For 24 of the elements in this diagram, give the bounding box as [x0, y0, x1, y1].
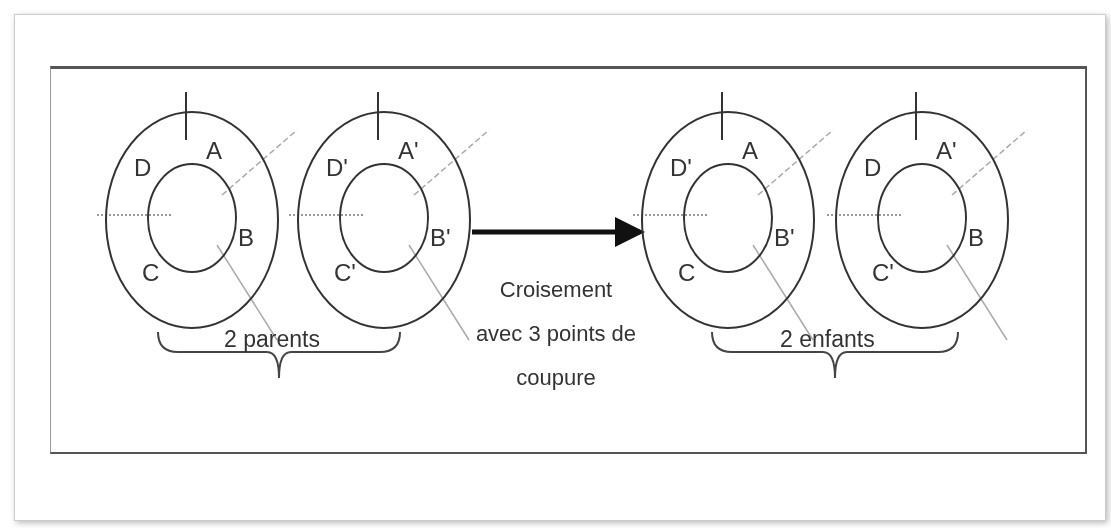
segment-label: C	[142, 260, 160, 286]
segment-label: C'	[334, 260, 356, 286]
segment-label: B	[238, 225, 254, 251]
circular-chromosome-ring	[104, 110, 280, 330]
segment-label: B'	[430, 225, 451, 251]
segment-label: A'	[936, 138, 957, 164]
group-label: 2 parents	[224, 326, 320, 352]
segment-label: C	[678, 260, 696, 286]
group-label: 2 enfants	[780, 326, 875, 352]
edge-label: Croisement avec 3 points de coupure	[475, 276, 637, 392]
segment-label: A	[206, 138, 222, 164]
segment-label: A'	[398, 138, 419, 164]
arrow	[472, 217, 645, 247]
segment-label: B	[968, 225, 984, 251]
segment-label: C'	[872, 260, 894, 286]
segment-label: D	[134, 155, 152, 181]
segment-label: B'	[774, 225, 795, 251]
segment-label: A	[742, 138, 758, 164]
segment-label: D'	[326, 155, 348, 181]
circular-chromosome-ring	[834, 110, 1010, 330]
segment-label: D'	[670, 155, 692, 181]
circular-chromosome-ring	[296, 110, 472, 330]
circular-chromosome-ring	[640, 110, 816, 330]
segment-label: D	[864, 155, 882, 181]
